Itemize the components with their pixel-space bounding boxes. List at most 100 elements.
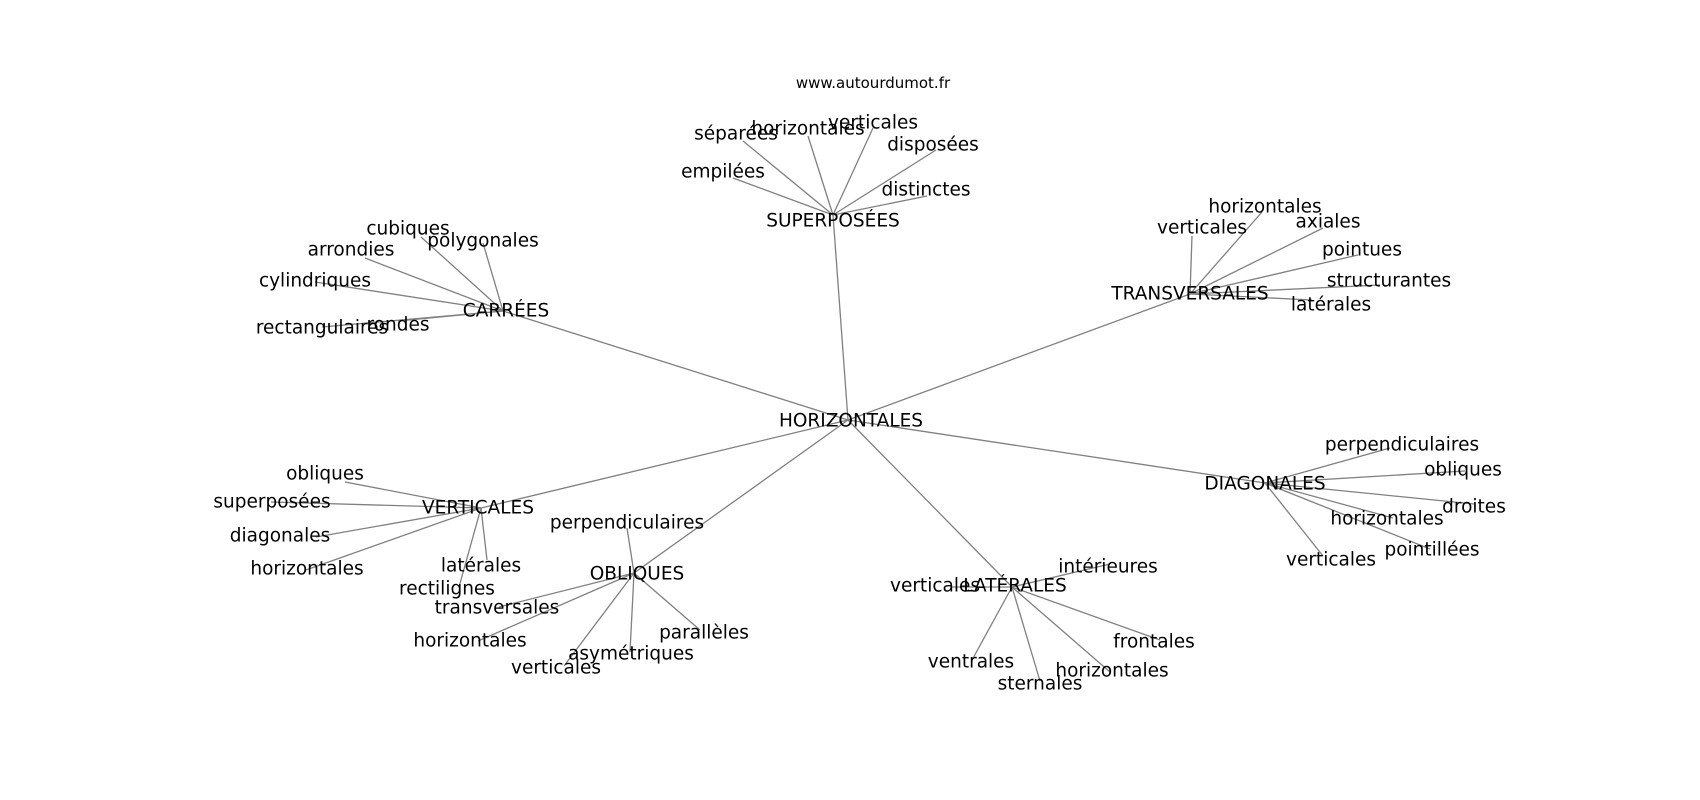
edge-obliques-asymetriques [629,572,635,653]
edge-superposees-distinctes [832,195,928,216]
leaf-node-laterales-ventrales: ventrales [928,652,1014,673]
leaf-node-verticales-laterales: latérales [441,556,521,577]
leaf-node-laterales-horizontales: horizontales [1055,661,1168,682]
leaf-node-obliques-perpendiculaires: perpendiculaires [550,513,704,534]
leaf-node-verticales-horizontales: horizontales [250,559,363,580]
edge-superposees-disposees [832,149,937,216]
leaf-node-verticales-diagonales: diagonales [230,526,331,547]
edge-center-obliques [633,419,849,574]
leaf-node-diagonales-droites: droites [1442,497,1506,518]
leaf-node-carrees-polygonales: polygonales [427,231,538,252]
leaf-node-transversales-structurantes: structurantes [1327,271,1451,292]
edge-center-verticales [480,419,849,509]
leaf-node-transversales-pointues: pointues [1322,240,1402,261]
labels-layer: www.autourdumot.fr HORIZONTALES SUPERPOSÉ… [213,74,1505,695]
edge-verticales-superposees [270,501,482,509]
edge-carrees-rondes [397,310,504,322]
edge-transversales-pointues [1189,254,1359,295]
leaf-node-transversales-laterales: latérales [1291,295,1371,316]
edge-center-superposees [832,214,849,421]
hub-node-transversales: TRANSVERSALES [1110,284,1268,305]
credit-text: www.autourdumot.fr [796,74,951,92]
edge-superposees-separees [742,140,834,216]
leaf-node-superposees-distinctes: distinctes [881,180,970,201]
leaf-node-diagonales-perpendiculaires: perpendiculaires [1325,435,1479,456]
edge-obliques-paralleles [633,572,701,631]
leaf-node-carrees-cylindriques: cylindriques [259,271,371,292]
edge-center-diagonales [847,419,1266,484]
hub-node-laterales: LATÉRALES [963,575,1066,597]
edge-obliques-transversales [498,572,635,608]
leaf-node-diagonales-obliques: obliques [1424,460,1502,481]
edge-diagonales-pointillees [1264,482,1431,550]
edges-layer [270,127,1475,682]
leaf-node-laterales-sternales: sternales [998,674,1083,695]
leaf-node-carrees-cubiques: cubiques [366,219,449,240]
edge-verticales-rectilignes [458,507,482,588]
leaf-node-diagonales-verticales: verticales [1286,550,1376,571]
edge-obliques-verticales [563,572,635,667]
edge-superposees-empilees [732,177,834,216]
leaf-node-superposees-verticales: verticales [828,113,918,134]
edge-laterales-ventrales [971,586,1013,661]
leaf-node-superposees-empilees: empilées [681,162,765,183]
edge-diagonales-horizontales [1264,482,1394,519]
leaf-node-diagonales-horizontales: horizontales [1330,509,1443,530]
leaf-node-obliques-transversales: transversales [435,598,560,619]
leaf-node-obliques-asymetriques: asymétriques [568,644,694,665]
edge-center-laterales [847,419,1013,588]
edge-obliques-horizontales [477,572,635,642]
leaf-node-verticales-obliques: obliques [286,464,364,485]
center-node-label: HORIZONTALES [779,411,923,432]
edge-carrees-polygonales [482,242,504,312]
edge-superposees-horizontales [807,135,834,216]
leaf-node-laterales-interieures: intérieures [1058,557,1158,578]
hub-node-carrees: CARRÉES [463,300,549,322]
edge-verticales-horizontales [305,507,482,571]
edge-carrees-cylindriques [314,281,504,312]
edge-diagonales-droites [1264,482,1475,505]
edge-transversales-verticales [1189,235,1193,295]
edge-transversales-axiales [1189,227,1324,295]
edge-diagonales-verticales [1264,482,1324,557]
leaf-node-obliques-paralleles: parallèles [659,623,749,644]
leaf-node-transversales-horizontales: horizontales [1208,197,1321,218]
edge-laterales-frontales [1011,586,1161,641]
leaf-node-superposees-horizontales: horizontales [751,119,864,140]
edge-transversales-horizontales [1189,211,1263,295]
edge-center-carrees [502,310,849,421]
edge-transversales-structurantes [1189,284,1381,295]
leaf-node-verticales-superposees: superposées [213,492,330,513]
edge-laterales-interieures [1011,563,1111,588]
edge-transversales-laterales [1189,293,1313,301]
leaf-node-laterales-frontales: frontales [1113,632,1195,653]
leaf-node-carrees-rondes: rondes [366,315,429,336]
leaf-node-superposees-disposees: disposées [887,135,979,156]
hub-node-obliques: OBLIQUES [590,564,685,585]
leaf-node-transversales-verticales: verticales [1157,218,1247,239]
edge-laterales-sternales [1011,586,1041,682]
leaf-node-verticales-rectilignes: rectilignes [399,579,495,600]
leaf-node-carrees-rectangulaires: rectangulaires [256,318,388,339]
leaf-node-obliques-verticales: verticales [511,658,601,679]
leaf-node-superposees-separees: séparées [694,124,778,145]
edge-center-transversales [847,293,1191,421]
edge-diagonales-perpendiculaires [1264,447,1391,484]
leaf-node-laterales-verticales: verticales [890,576,980,597]
edge-carrees-cubiques [420,236,504,312]
edge-verticales-laterales [480,507,488,561]
edge-carrees-arrondies [364,257,504,312]
edge-obliques-perpendiculaires [626,527,635,574]
edge-verticales-obliques [344,481,482,509]
edge-diagonales-obliques [1264,470,1466,484]
leaf-node-carrees-arrondies: arrondies [308,240,395,261]
leaf-node-transversales-axiales: axiales [1296,212,1361,233]
hub-node-superposees: SUPERPOSÉES [766,210,900,232]
edge-laterales-horizontales [1011,586,1111,673]
hub-node-verticales: VERTICALES [422,498,534,519]
edge-verticales-diagonales [315,507,482,538]
hub-node-diagonales: DIAGONALES [1204,474,1325,495]
edge-superposees-verticales [832,127,874,216]
